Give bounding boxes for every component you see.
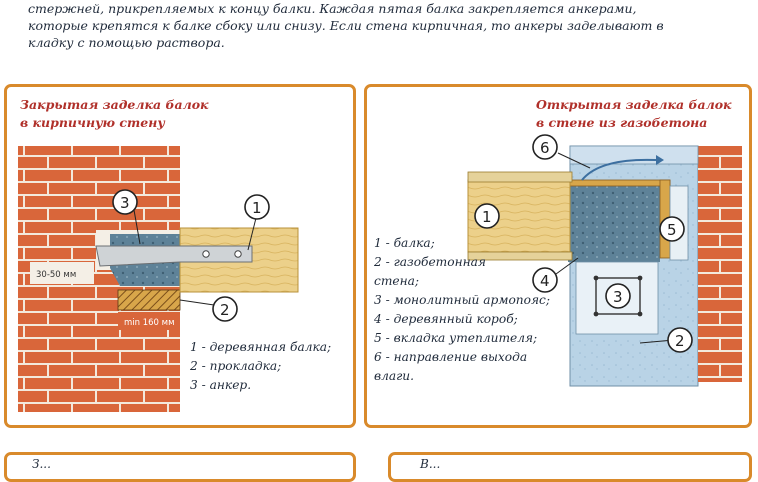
callout-1: 1 [474, 203, 500, 229]
brick-facing [698, 146, 742, 382]
legend-item: 6 - направление выхода [374, 350, 528, 364]
svg-text:6: 6 [540, 139, 550, 157]
closed-embedding-title: Закрытая заделка балок в кирпичную стену [20, 97, 209, 130]
intro-line: стержней, прикрепляемых к концу балки. К… [28, 1, 637, 16]
gap-dimension-label: 30-50 мм [36, 270, 76, 280]
armopoyas-rebar-frame [595, 277, 641, 315]
wooden-box [559, 179, 671, 187]
legend-item: 1 - деревянная балка; [190, 340, 332, 354]
legend-item: стена; [374, 274, 419, 288]
floor-board [467, 171, 573, 183]
svg-text:1: 1 [252, 199, 262, 217]
depth-dimension-label: min 160 мм [124, 318, 174, 328]
floor-board [467, 251, 573, 261]
svg-text:2: 2 [220, 301, 230, 319]
bottom-panel-left-text: З... [32, 457, 51, 471]
anchor-bolt [202, 250, 210, 258]
open-embedding-title: Открытая заделка балок в стене из газобе… [536, 97, 732, 130]
callout-5: 5 [659, 216, 685, 242]
intro-paragraph: стержней, прикрепляемых к концу балки. К… [28, 0, 738, 51]
moisture-arrow [581, 158, 657, 181]
intro-line: которые крепятся к балке сбоку или снизу… [28, 18, 664, 33]
svg-text:4: 4 [540, 272, 550, 290]
open-embedding-diagram: 6 1 5 4 3 2 [467, 134, 742, 387]
callout-4: 4 [532, 267, 558, 293]
open-embedding-legend: 1 - балка; 2 - газобетонная стена; 3 - м… [374, 234, 550, 386]
svg-text:3: 3 [613, 288, 623, 306]
bottom-panel-right-text: В... [420, 457, 441, 471]
legend-item: 4 - деревянный короб; [374, 312, 518, 326]
anchor-bolt [234, 250, 242, 258]
monolithic-belt [568, 184, 660, 262]
depth-dimension-area [118, 312, 180, 330]
bottom-panel-right [388, 452, 752, 482]
closed-embedding-legend: 1 - деревянная балка; 2 - прокладка; 3 -… [190, 338, 331, 395]
anchor-plate [95, 245, 253, 267]
closed-embedding-diagram: 30-50 мм min 160 мм 3 1 2 [18, 146, 299, 412]
slab-top [569, 145, 699, 165]
legend-item: 1 - балка; [374, 236, 435, 250]
gap-dimension-area [30, 262, 94, 284]
bottom-panel-left [4, 452, 356, 482]
legend-item: 5 - вкладка утеплителя; [374, 331, 538, 345]
legend-item: влаги. [374, 369, 415, 383]
svg-text:3: 3 [120, 194, 130, 212]
callout-6: 6 [532, 134, 558, 160]
svg-text:2: 2 [675, 332, 685, 350]
legend-item: 2 - прокладка; [190, 359, 282, 373]
legend-item: 2 - газобетонная [374, 255, 486, 269]
callout-2: 2 [667, 327, 693, 353]
legend-item: 3 - анкер. [190, 378, 252, 392]
intro-line: кладку с помощью раствора. [28, 35, 225, 50]
svg-text:5: 5 [667, 221, 677, 239]
callout-1: 1 [244, 194, 270, 220]
svg-text:1: 1 [482, 208, 492, 226]
callout-3: 3 [605, 283, 631, 309]
callout-3: 3 [112, 189, 138, 215]
legend-item: 3 - монолитный армопояс; [374, 293, 550, 307]
callout-2: 2 [212, 296, 238, 322]
